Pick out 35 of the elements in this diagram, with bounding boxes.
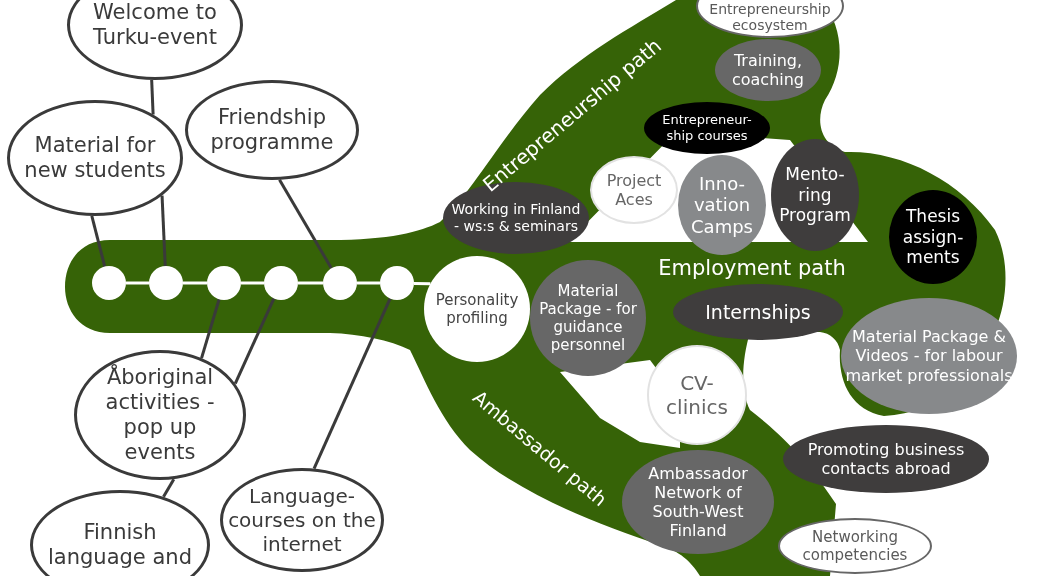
connector-line	[241, 281, 264, 285]
connector-line	[298, 281, 323, 285]
node-label: Friendship programme	[209, 104, 335, 156]
node-label: Entrepreneur- ship courses	[661, 112, 753, 144]
node-label: Mento- ring Program	[778, 164, 852, 226]
node-label: Promoting business contacts abroad	[806, 439, 966, 479]
leader-line	[90, 215, 107, 267]
node-label: Networking competencies	[801, 528, 909, 564]
connector-line	[126, 281, 149, 285]
path-label: Employment path	[658, 256, 846, 280]
node-label: CV- clinics	[665, 371, 729, 419]
leader-line	[150, 79, 155, 115]
node-label: Training, coaching	[730, 50, 806, 90]
node-label: Material for new students	[23, 132, 167, 184]
leader-line	[160, 195, 167, 267]
node-label: Inno- vation Camps	[690, 172, 754, 238]
node-label: Language- courses on the internet	[227, 484, 377, 556]
node-label: Personality profiling	[434, 291, 520, 327]
node-label: Ambassador Network of South-West Finland	[647, 463, 749, 541]
node-label: Internships	[704, 300, 812, 324]
connector-line	[357, 281, 380, 285]
node-label: Finnish language and	[47, 519, 193, 571]
node-label: Material Package & Videos - for labour market professionals	[844, 327, 1014, 385]
leader-line	[312, 297, 392, 470]
node-label: Entrepreneurship ecosystem	[708, 2, 832, 33]
node-label: Working in Finland - ws:s & seminars	[451, 201, 581, 235]
leader-line	[162, 478, 176, 498]
node-label: Thesis assign- ments	[901, 206, 965, 268]
node-label: Åboriginal activities - pop up events	[104, 364, 216, 466]
connector-line	[413, 281, 431, 286]
node-label: Welcome to Turku-event	[92, 0, 218, 51]
connector-line	[183, 281, 207, 285]
node-label: Material Package - for guidance personnel	[538, 282, 638, 354]
leader-line	[278, 179, 333, 270]
leader-line	[200, 298, 221, 359]
